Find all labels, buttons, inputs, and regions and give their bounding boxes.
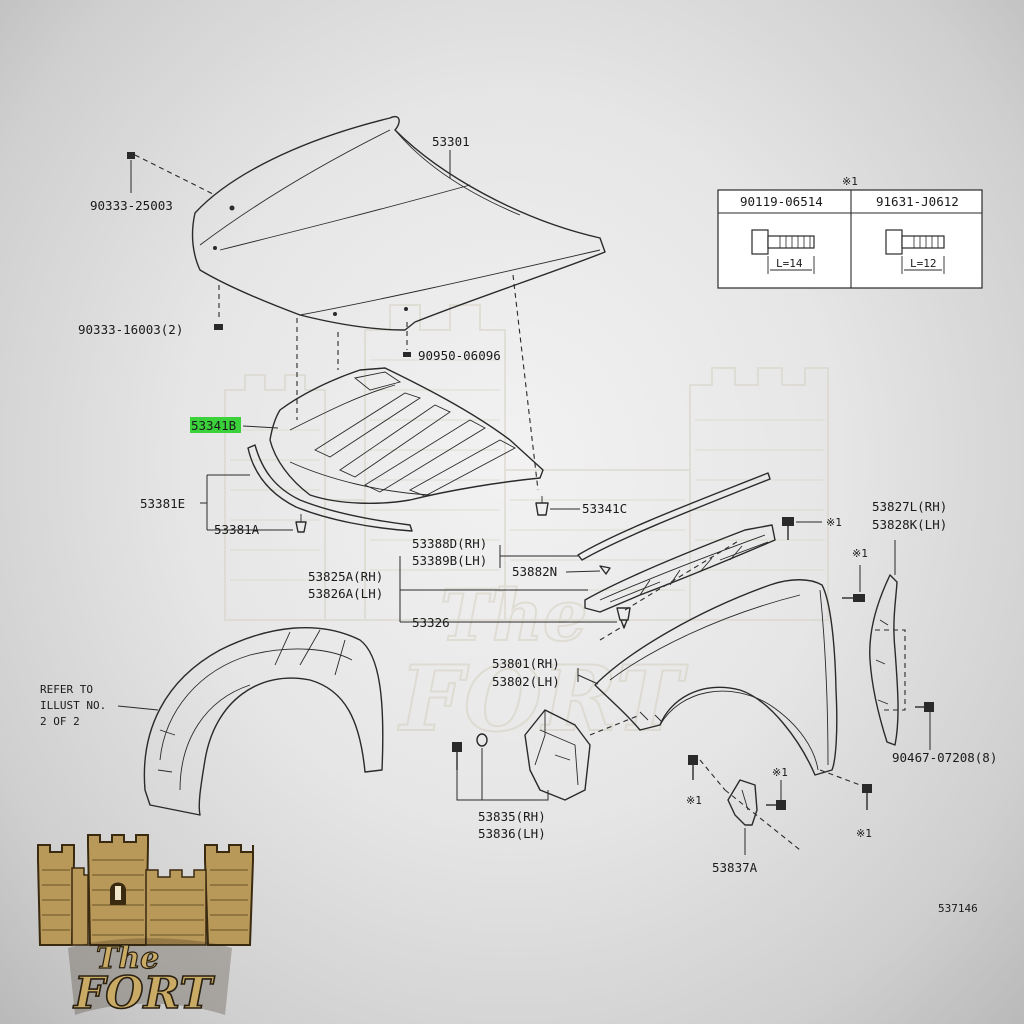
- bracket-upper-bolt[interactable]: [842, 594, 865, 602]
- label-clip-53326: 53326: [412, 615, 450, 630]
- fastener-col2-part: 91631-J0612: [876, 194, 959, 209]
- label-fender-lh: 53802(LH): [492, 674, 560, 689]
- brace-part[interactable]: [727, 779, 758, 826]
- label-hood-bolt-top: 90333-25003: [90, 198, 173, 213]
- bolt-icon-col1: [751, 229, 815, 274]
- cowl-side-panel[interactable]: [584, 524, 776, 613]
- wheel-liner-part[interactable]: [143, 627, 384, 816]
- fender-bracket-washer[interactable]: [476, 733, 488, 747]
- label-fender-bracket-lh: 53836(LH): [478, 826, 546, 841]
- fastener-col2-length: L=12: [910, 257, 937, 270]
- hood-bolt-top[interactable]: [127, 152, 216, 196]
- screw-90467[interactable]: [915, 702, 934, 712]
- refer-note: REFER TO ILLUST NO. 2 OF 2: [40, 683, 106, 728]
- fender-side-bracket[interactable]: [869, 574, 899, 746]
- watermark-castle: The FORT: [224, 304, 829, 753]
- note-mark-lower: ※1: [856, 827, 872, 840]
- cowl-screw[interactable]: [782, 517, 794, 540]
- label-seal-group: 53381E: [140, 496, 185, 511]
- hood-part[interactable]: [191, 115, 606, 331]
- hood-clip[interactable]: [403, 322, 411, 357]
- bolt-icon-col2: [885, 229, 945, 274]
- refer-note-line3: 2 OF 2: [40, 715, 80, 728]
- brace-bolt-right[interactable]: [766, 800, 786, 810]
- label-cowl-rh: 53825A(RH): [308, 569, 383, 584]
- fastener-col1-length: L=14: [776, 257, 803, 270]
- brace-bolt-left[interactable]: [688, 755, 698, 780]
- drawing-number: 537146: [938, 902, 978, 915]
- note-mark-cowl: ※1: [826, 516, 842, 529]
- clip-53341c[interactable]: [535, 496, 549, 516]
- fastener-table-mark: ※1: [842, 175, 858, 188]
- cowl-seal-strip[interactable]: [577, 472, 771, 561]
- label-seal-rh: 53388D(RH): [412, 536, 487, 551]
- label-hood-bolt-left: 90333-16003(2): [78, 322, 183, 337]
- label-seal-a: 53381A: [214, 522, 260, 537]
- label-hood: 53301: [432, 134, 470, 149]
- label-brace: 53837A: [712, 860, 758, 875]
- clip-53882n[interactable]: [599, 565, 611, 575]
- label-bracket-rh: 53827L(RH): [872, 499, 947, 514]
- label-fender-bracket-rh: 53835(RH): [478, 809, 546, 824]
- fort-logo: The FORT: [37, 834, 254, 1020]
- fender-bracket-part[interactable]: [524, 709, 591, 801]
- fastener-table: ※1 90119-06514 91631-J0612 L=14 L=12: [717, 175, 983, 289]
- logo-text-fort: FORT: [72, 968, 215, 1019]
- note-mark-bracket: ※1: [852, 547, 868, 560]
- note-mark-brace-right: ※1: [772, 766, 788, 779]
- hood-insulator-part[interactable]: [269, 367, 544, 504]
- hood-bolt-left[interactable]: [214, 285, 223, 330]
- fender-bracket-bolt[interactable]: [452, 742, 462, 770]
- fender-part[interactable]: [594, 579, 838, 776]
- label-cowl-lh: 53826A(LH): [308, 586, 383, 601]
- watermark-text-the: The: [440, 574, 588, 657]
- note-mark-brace-left: ※1: [686, 794, 702, 807]
- hood-seal-part[interactable]: [247, 444, 413, 532]
- label-hood-clip: 90950-06096: [418, 348, 501, 363]
- insulator-highlight: [190, 417, 241, 433]
- label-seal-n: 53882N: [512, 564, 557, 579]
- fender-lower-bolt[interactable]: [862, 784, 872, 810]
- label-fender-rh: 53801(RH): [492, 656, 560, 671]
- fastener-col1-part: 90119-06514: [740, 194, 823, 209]
- refer-note-line2: ILLUST NO.: [40, 699, 106, 712]
- clip-53326[interactable]: [616, 607, 631, 629]
- label-clip-53341c: 53341C: [582, 501, 627, 516]
- label-insulator: 53341B: [191, 418, 236, 433]
- watermark-text-fort: FORT: [397, 646, 689, 752]
- label-screw-8: 90467-07208(8): [892, 750, 997, 765]
- refer-note-line1: REFER TO: [40, 683, 93, 696]
- seal-clip-a[interactable]: [295, 514, 307, 533]
- logo-text-the: The: [96, 941, 159, 976]
- label-seal-lh: 53389B(LH): [412, 553, 487, 568]
- label-bracket-lh: 53828K(LH): [872, 517, 947, 532]
